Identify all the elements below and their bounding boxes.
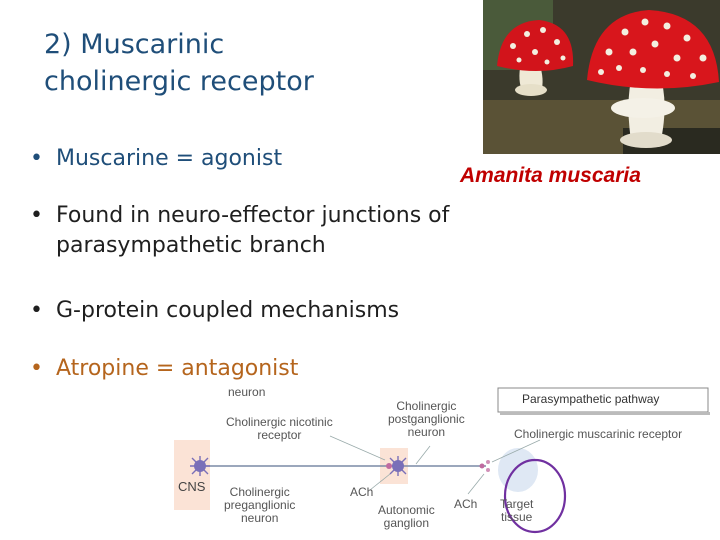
photo-caption: Amanita muscaria [460,164,641,187]
neuron-label-top: neuron [228,385,266,399]
nicotinic-receptor-label: Cholinergic nicotinic receptor [226,415,333,442]
ach-label-1: ACh [350,485,374,499]
parasympathetic-diagram: neuron Cholinergic nicotinic receptor Ch… [170,382,720,540]
muscarinic-receptor-label: Cholinergic muscarinic receptor [514,427,683,441]
slide-title: 2) Muscarinic cholinergic receptor [44,26,314,100]
bullet-dot: • [30,298,43,323]
bullet-dot: • [30,356,43,381]
cns-neuron-icon [190,456,210,476]
parasympathetic-pathway-label: Parasympathetic pathway [522,392,660,406]
bullet-muscarine: •Muscarine = agonist [30,144,282,174]
title-line-2: cholinergic receptor [44,66,314,97]
ganglion-neuron-icon [386,456,407,476]
ach-label-2: ACh [454,497,478,511]
target-tissue-label: Target tissue [500,497,534,524]
bullet-g-protein: •G-protein coupled mechanisms [30,296,399,326]
bullet-atropine: •Atropine = antagonist [30,354,298,384]
autonomic-ganglion-label: Autonomic ganglion [378,503,435,530]
amanita-muscaria-photo [483,0,720,154]
title-line-1: 2) Muscarinic [44,29,225,60]
postganglionic-neuron-label: Cholinergic postganglionic neuron [388,399,465,439]
bullet-continuation: parasympathetic branch [56,233,326,258]
bullet-dot: • [30,146,43,171]
bullet-dot: • [30,203,43,228]
preganglionic-neuron-label: Cholinergic preganglionic neuron [224,485,296,525]
cns-label: CNS [178,479,206,494]
bullet-found-in: •Found in neuro-effector junctions of pa… [30,201,449,261]
